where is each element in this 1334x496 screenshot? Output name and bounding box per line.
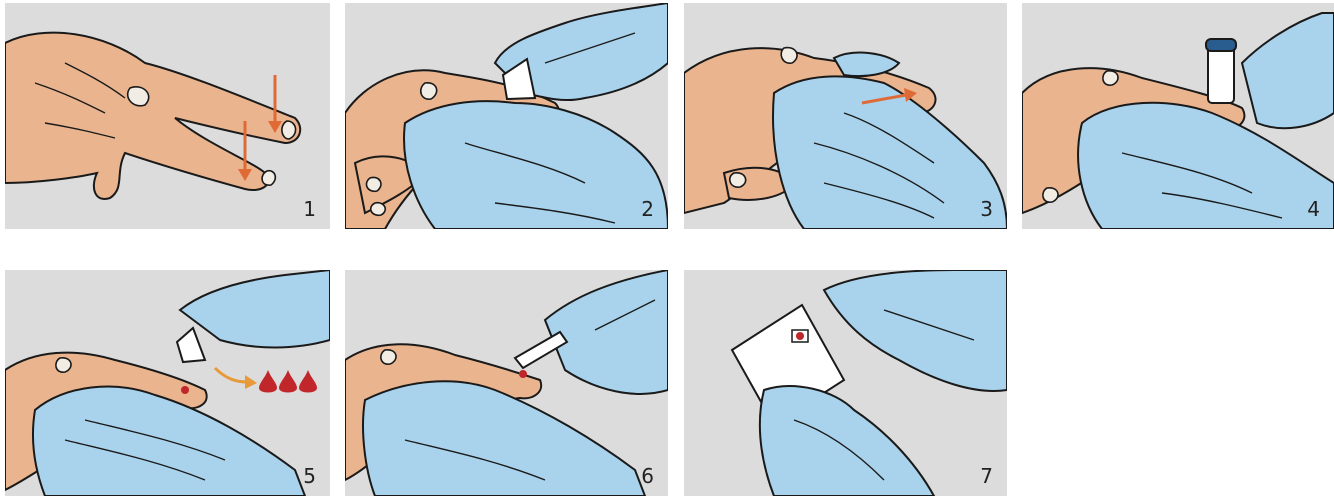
hand-illustration-step-6	[345, 270, 668, 496]
step-2-panel: 2	[345, 3, 668, 229]
hand-illustration-step-4	[1022, 3, 1334, 229]
step-3-panel: 3	[684, 3, 1007, 229]
step-number: 2	[641, 197, 654, 221]
step-number: 6	[641, 464, 654, 488]
step-4-panel: 4	[1022, 3, 1334, 229]
hand-illustration-step-2	[345, 3, 668, 229]
step-number: 4	[1307, 197, 1320, 221]
hand-illustration-step-5	[5, 270, 330, 496]
step-number: 1	[303, 197, 316, 221]
step-1-panel: 1	[5, 3, 330, 229]
step-6-panel: 6	[345, 270, 668, 496]
step-5-panel: 5	[5, 270, 330, 496]
step-number: 3	[980, 197, 993, 221]
hand-illustration-step-7	[684, 270, 1007, 496]
step-7-panel: 7	[684, 270, 1007, 496]
step-number: 7	[980, 464, 993, 488]
hand-illustration-step-1	[5, 3, 330, 229]
step-number: 5	[303, 464, 316, 488]
hand-illustration-step-3	[684, 3, 1007, 229]
